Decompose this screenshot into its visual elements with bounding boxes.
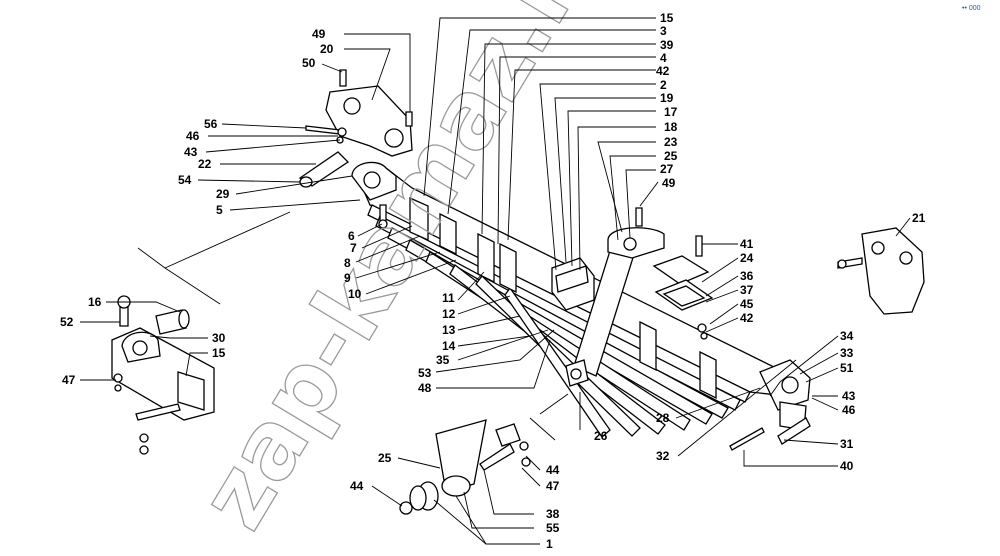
callout-17: 17 — [664, 105, 678, 119]
section-lines — [137, 211, 569, 441]
callout-8: 8 — [344, 256, 351, 270]
callout-37: 37 — [740, 283, 754, 297]
callout-44: 44 — [546, 463, 560, 477]
callout-55: 55 — [546, 521, 560, 535]
callout-39: 39 — [660, 38, 674, 52]
callout-40: 40 — [840, 459, 854, 473]
callout-15-left: 15 — [212, 346, 226, 360]
callout-20: 20 — [320, 42, 334, 56]
callout-4: 4 — [660, 51, 667, 65]
callout-13: 13 — [442, 323, 456, 337]
callout-22: 22 — [198, 157, 212, 171]
callout-44-lower: 44 — [350, 479, 364, 493]
callout-46: 46 — [186, 129, 200, 143]
callout-49: 49 — [662, 176, 676, 190]
callout-28: 28 — [656, 411, 670, 425]
callout-6: 6 — [348, 229, 355, 243]
callout-49-top: 49 — [312, 27, 326, 41]
callout-11: 11 — [442, 291, 455, 305]
callout-56: 56 — [204, 117, 218, 131]
callout-45: 45 — [740, 297, 754, 311]
callout-16: 16 — [88, 295, 102, 309]
callout-10: 10 — [348, 287, 362, 301]
callout-47: 47 — [62, 373, 76, 387]
pad-parts — [652, 235, 714, 340]
callout-5: 5 — [216, 203, 223, 217]
callout-41: 41 — [740, 237, 754, 251]
callout-15: 15 — [660, 11, 674, 25]
callout-43: 43 — [184, 145, 198, 159]
callout-53: 53 — [418, 366, 432, 380]
callout-42-right: 42 — [740, 311, 754, 325]
leaf-spring-main — [351, 161, 811, 438]
callout-35: 35 — [436, 353, 450, 367]
front-bracket-assembly — [298, 69, 413, 188]
rear-bracket — [837, 227, 925, 315]
callout-43-right: 43 — [842, 389, 856, 403]
callout-25: 25 — [664, 149, 678, 163]
callout-2: 2 — [660, 78, 667, 92]
callout-51: 51 — [840, 361, 854, 375]
callout-25-lower: 25 — [378, 451, 392, 465]
left-spring-detail — [111, 295, 215, 455]
callout-46-right: 46 — [842, 403, 856, 417]
callout-27: 27 — [660, 162, 674, 176]
shock-absorber — [565, 207, 665, 387]
callout-23: 23 — [664, 135, 678, 149]
bolt-40 — [729, 427, 765, 451]
callout-21: 21 — [912, 211, 926, 225]
callout-29: 29 — [216, 187, 230, 201]
corner-mark: •• 000 — [962, 5, 981, 12]
callout-48: 48 — [418, 381, 432, 395]
leader-lines — [80, 17, 911, 545]
bolt-31 — [777, 417, 811, 445]
callout-19: 19 — [660, 91, 674, 105]
callout-12: 12 — [442, 307, 456, 321]
callout-42: 42 — [656, 64, 670, 78]
shock-lower-assembly — [399, 419, 531, 515]
callout-24: 24 — [740, 251, 754, 265]
callout-36: 36 — [740, 269, 754, 283]
callout-9: 9 — [344, 271, 351, 285]
callout-1: 1 — [546, 537, 553, 551]
callout-30: 30 — [212, 331, 226, 345]
callout-32: 32 — [656, 449, 670, 463]
callout-18: 18 — [664, 120, 678, 134]
callout-47-lower: 47 — [546, 479, 560, 493]
callout-14: 14 — [442, 339, 456, 353]
callout-33: 33 — [840, 346, 854, 360]
callout-26: 26 — [594, 429, 608, 443]
callout-50: 50 — [302, 56, 316, 70]
callout-7: 7 — [350, 241, 357, 255]
callout-52: 52 — [60, 315, 74, 329]
callout-labels: 15 3 39 4 42 2 19 17 18 23 25 27 49 49 2… — [60, 11, 926, 551]
callout-34: 34 — [840, 329, 854, 343]
callout-31: 31 — [840, 437, 854, 451]
callout-3: 3 — [660, 24, 667, 38]
callout-54: 54 — [178, 173, 192, 187]
callout-38: 38 — [546, 507, 560, 521]
